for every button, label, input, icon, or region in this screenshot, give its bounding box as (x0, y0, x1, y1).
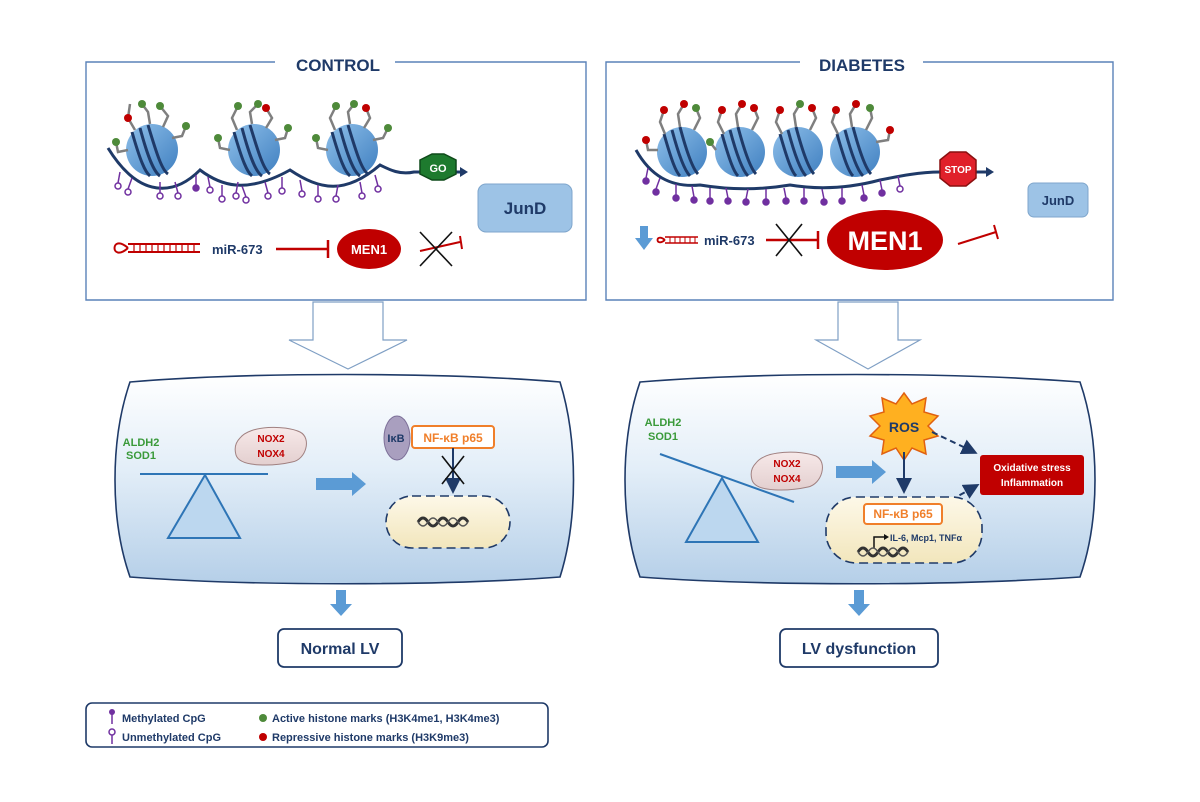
nucleosome (715, 126, 765, 178)
diabetes-title: DIABETES (819, 56, 905, 75)
mitochondrion-icon (750, 451, 823, 491)
men1-node (827, 210, 943, 270)
jund-box (1027, 182, 1089, 218)
cpg-sites (114, 171, 382, 204)
balance-beam (659, 453, 795, 503)
repressive-mark-icon (259, 733, 267, 741)
mitochondrion-icon (234, 426, 307, 466)
nfkb-label: NF-κB p65 (873, 507, 933, 521)
dna-strand (106, 147, 460, 190)
gene-nox4: NOX4 (257, 449, 285, 460)
legend: Methylated CpG Unmethylated CpG Active h… (85, 702, 549, 748)
right-arrow-icon (316, 472, 366, 496)
methylated-cpg-icon (109, 709, 115, 724)
gene-sod1: SOD1 (126, 450, 156, 462)
control-cell: ALDH2 SOD1 NOX2 NOX4 IκB NF-κB p65 (114, 373, 575, 585)
nucleosome (326, 124, 378, 178)
diabetes-cell: ALDH2 SOD1 NOX2 NOX4 ROS NF-κB p65 IL-6,… (624, 373, 1096, 585)
outcome-lv-dysfunction-label: LV dysfunction (802, 641, 916, 658)
men1-label: MEN1 (847, 226, 922, 256)
mirna-label: miR-673 (704, 233, 755, 248)
nucleosome (773, 126, 823, 178)
flow-arrow-diabetes (813, 301, 923, 370)
balance-fulcrum (166, 472, 242, 539)
go-sign: GO (419, 153, 457, 181)
gene-aldh2: ALDH2 (123, 437, 160, 449)
dna-helix-icon (416, 516, 470, 528)
men1-node (337, 229, 401, 269)
jund-label: JunD (1042, 193, 1075, 208)
ros-label: ROS (889, 419, 919, 435)
svg-text:STOP: STOP (944, 165, 971, 176)
active-mark-icon (259, 714, 267, 722)
nucleosome (228, 124, 280, 178)
oxidative-stress-label: Oxidative stress (993, 463, 1071, 474)
inflammation-label: Inflammation (1001, 478, 1063, 489)
jund-box (477, 183, 573, 233)
outcome-lv-dysfunction (779, 628, 939, 668)
unmethylated-cpg-icon (108, 728, 116, 744)
down-arrow-icon (330, 590, 352, 616)
mirna-hairpin-icon (113, 242, 200, 254)
down-arrow-icon (635, 226, 653, 250)
gene-nox4: NOX4 (773, 474, 801, 485)
nucleosome (126, 124, 178, 178)
histone-marks (642, 100, 894, 146)
gene-nox2: NOX2 (257, 434, 285, 445)
flow-arrow-control (288, 301, 408, 370)
dna-helix-icon (856, 546, 910, 558)
outcome-normal-lv-label: Normal LV (301, 641, 380, 658)
control-title: CONTROL (296, 56, 380, 75)
mirna-hairpin-icon (656, 236, 698, 244)
svg-text:Methylated CpG: Methylated CpG (122, 713, 206, 725)
nucleosome (657, 126, 707, 178)
nucleosome (830, 126, 880, 178)
men1-label: MEN1 (351, 242, 387, 257)
svg-text:Repressive histone marks (H3K9: Repressive histone marks (H3K9me3) (272, 732, 469, 744)
ikb-label: IκB (387, 433, 404, 445)
svg-text:GO: GO (429, 163, 447, 175)
stop-sign: STOP (939, 151, 977, 187)
down-arrow-icon (848, 590, 870, 616)
svg-text:Unmethylated CpG: Unmethylated CpG (122, 732, 221, 744)
right-arrow-icon (836, 460, 886, 484)
gene-aldh2: ALDH2 (645, 417, 682, 429)
diabetes-panel: DIABETES (605, 56, 1114, 301)
target-genes-label: IL-6, Mcp1, TNFα (890, 533, 963, 543)
nfkb-label: NF-κB p65 (423, 431, 483, 445)
outcome-normal-lv (277, 628, 403, 668)
jund-label: JunD (504, 199, 547, 218)
gene-sod1: SOD1 (648, 431, 678, 443)
histone-marks (112, 100, 392, 146)
balance-fulcrum (684, 475, 760, 543)
ikb-node (383, 415, 411, 461)
cpg-sites (642, 167, 904, 206)
mirna-label: miR-673 (212, 242, 263, 257)
control-panel: CONTROL (85, 56, 587, 301)
gene-nox2: NOX2 (773, 459, 801, 470)
oxidative-stress-box (980, 455, 1084, 495)
nfkb-box (863, 503, 943, 525)
svg-text:Active histone marks (H3K4me1,: Active histone marks (H3K4me1, H3K4me3) (272, 713, 500, 725)
